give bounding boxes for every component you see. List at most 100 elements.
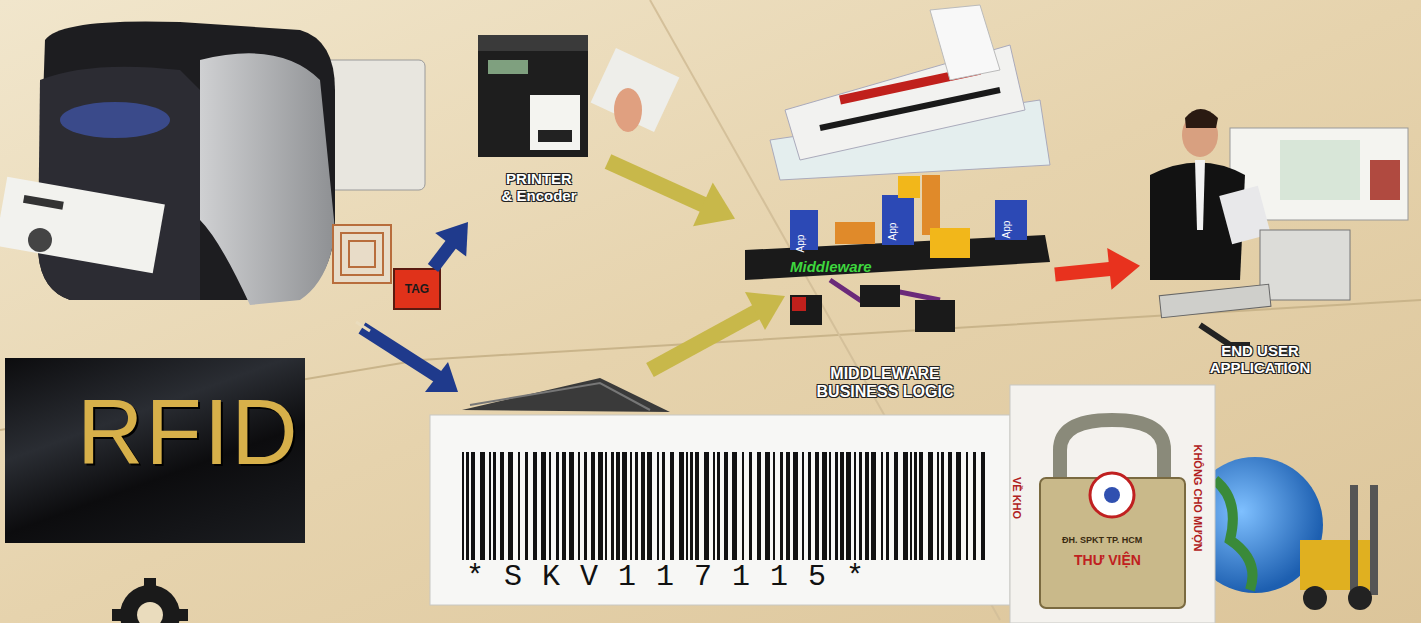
barcode-bar: [786, 452, 790, 560]
encoder-printer-part: [614, 88, 642, 132]
gear: [112, 578, 188, 623]
barcode-bar: [598, 452, 603, 560]
barcode-bar: [793, 452, 798, 560]
reader-arrow-part: [650, 310, 760, 370]
barcode-bar: [525, 452, 528, 560]
end-user-part: [1159, 284, 1271, 317]
barcode-sticker: [430, 415, 1010, 605]
device-label: PRINTER & Encoder: [500, 170, 578, 205]
barcode-bar: [919, 452, 923, 560]
forklift-part: [1370, 485, 1378, 595]
cube-label: App: [887, 223, 898, 241]
rfid-inlay-part: [333, 225, 391, 283]
barcode-bar: [910, 452, 912, 560]
label-printer-part: [28, 228, 52, 252]
barcode-bar: [742, 452, 744, 560]
barcode-bar: [704, 452, 709, 560]
forklift-part: [1350, 485, 1358, 595]
encoder-printer-part: [488, 60, 528, 74]
barcode-bar: [724, 452, 728, 560]
cube-label: App: [1001, 221, 1012, 239]
barcode-bar: [657, 452, 659, 560]
forklift-part: [1348, 586, 1372, 610]
barcode-bar: [549, 452, 551, 560]
stamp-text: KHÔNG CHO MƯỢN: [1192, 444, 1204, 551]
printer-encoder: PRINTER & Encoder: [468, 30, 608, 230]
barcode-bar: [578, 452, 580, 560]
barcode-number: * S K V 1 1 7 1 1 5 *: [466, 560, 865, 594]
barcode-bar: [886, 452, 889, 560]
end-user: [1150, 109, 1408, 345]
reader-arrow-part: [425, 362, 458, 392]
library-stamp-part: [1090, 473, 1134, 517]
reader-arrow-part: [745, 292, 785, 330]
rfid-inlay-part: [349, 241, 375, 267]
reader-arrow-part: [362, 328, 440, 378]
rfid-inlay: [333, 225, 391, 283]
barcode-bar: [695, 452, 699, 560]
barcode-bar: [611, 452, 614, 560]
barcode-bar: [662, 452, 665, 560]
flow-arrow: [608, 162, 735, 227]
barcode-bar: [480, 452, 485, 560]
barcode-bar: [973, 452, 976, 560]
printed-tags-part: [930, 5, 1000, 80]
middleware-platform-part: [995, 200, 1027, 240]
encoder-printer-part: [478, 35, 588, 157]
arrow-shaft: [608, 162, 706, 206]
barcode-bar: [948, 452, 952, 560]
barcode-bar: [647, 452, 652, 560]
end-user-part: [1195, 160, 1205, 230]
barcode-bar: [773, 452, 775, 560]
rfid-reader-part: [470, 383, 650, 410]
gear-part: [120, 585, 180, 623]
barcode-sticker-part: [430, 415, 1010, 605]
barcode-bar: [765, 452, 770, 560]
barcode-bar: [541, 452, 546, 560]
barcode-bar: [493, 452, 496, 560]
globe-part: [1215, 480, 1253, 590]
barcode-bar: [903, 452, 908, 560]
tag-box: TAG: [393, 268, 441, 310]
barcode-bar: [808, 452, 811, 560]
barcode-bar: [780, 452, 783, 560]
arrow-head: [1107, 248, 1140, 290]
middleware-platform: MiddlewareMIDDLEWARE BUSINESS LOGIC: [735, 175, 1055, 407]
section-heading: MIDDLEWARE BUSINESS LOGIC: [800, 365, 970, 402]
barcode-bar: [829, 452, 831, 560]
barcode-bar: [635, 452, 638, 560]
barcode-bar: [679, 452, 684, 560]
barcode-bar: [966, 452, 968, 560]
flow-arrow: [1055, 248, 1140, 290]
middleware-platform-part: [792, 297, 806, 311]
stamp-text: THƯ VIỆN: [1074, 552, 1141, 568]
barcode-bar: [508, 452, 513, 560]
encoder-printer-part: [591, 48, 680, 132]
arrow-shaft: [433, 243, 452, 268]
barcode-bar: [471, 452, 475, 560]
middleware-platform-part: [930, 228, 970, 258]
middleware-platform-part: [790, 295, 822, 325]
end-user-application: END USER APPLICATION: [1140, 112, 1390, 394]
rfid-reader-part: [462, 378, 670, 412]
arrow-head: [435, 222, 468, 257]
cube-label: App: [795, 235, 806, 253]
rfid-inlay-part: [341, 233, 383, 275]
encoder-printer-part: [478, 35, 588, 51]
forklift: [1300, 485, 1378, 610]
barcode-bar: [822, 452, 827, 560]
middleware-platform-part: [882, 195, 914, 245]
barcode-bar: [881, 452, 883, 560]
label-printer-part: [23, 195, 64, 210]
barcode-bar: [686, 452, 688, 560]
printed-tags: [770, 5, 1050, 180]
barcode-bar: [865, 452, 869, 560]
barcode-bar: [815, 452, 819, 560]
barcode-bar: [840, 452, 844, 560]
rfid-reader: [462, 378, 670, 412]
barcode-bar: [569, 452, 574, 560]
barcode-bar: [556, 452, 559, 560]
barcode-bar: [802, 452, 804, 560]
encoder-printer: [478, 35, 679, 157]
